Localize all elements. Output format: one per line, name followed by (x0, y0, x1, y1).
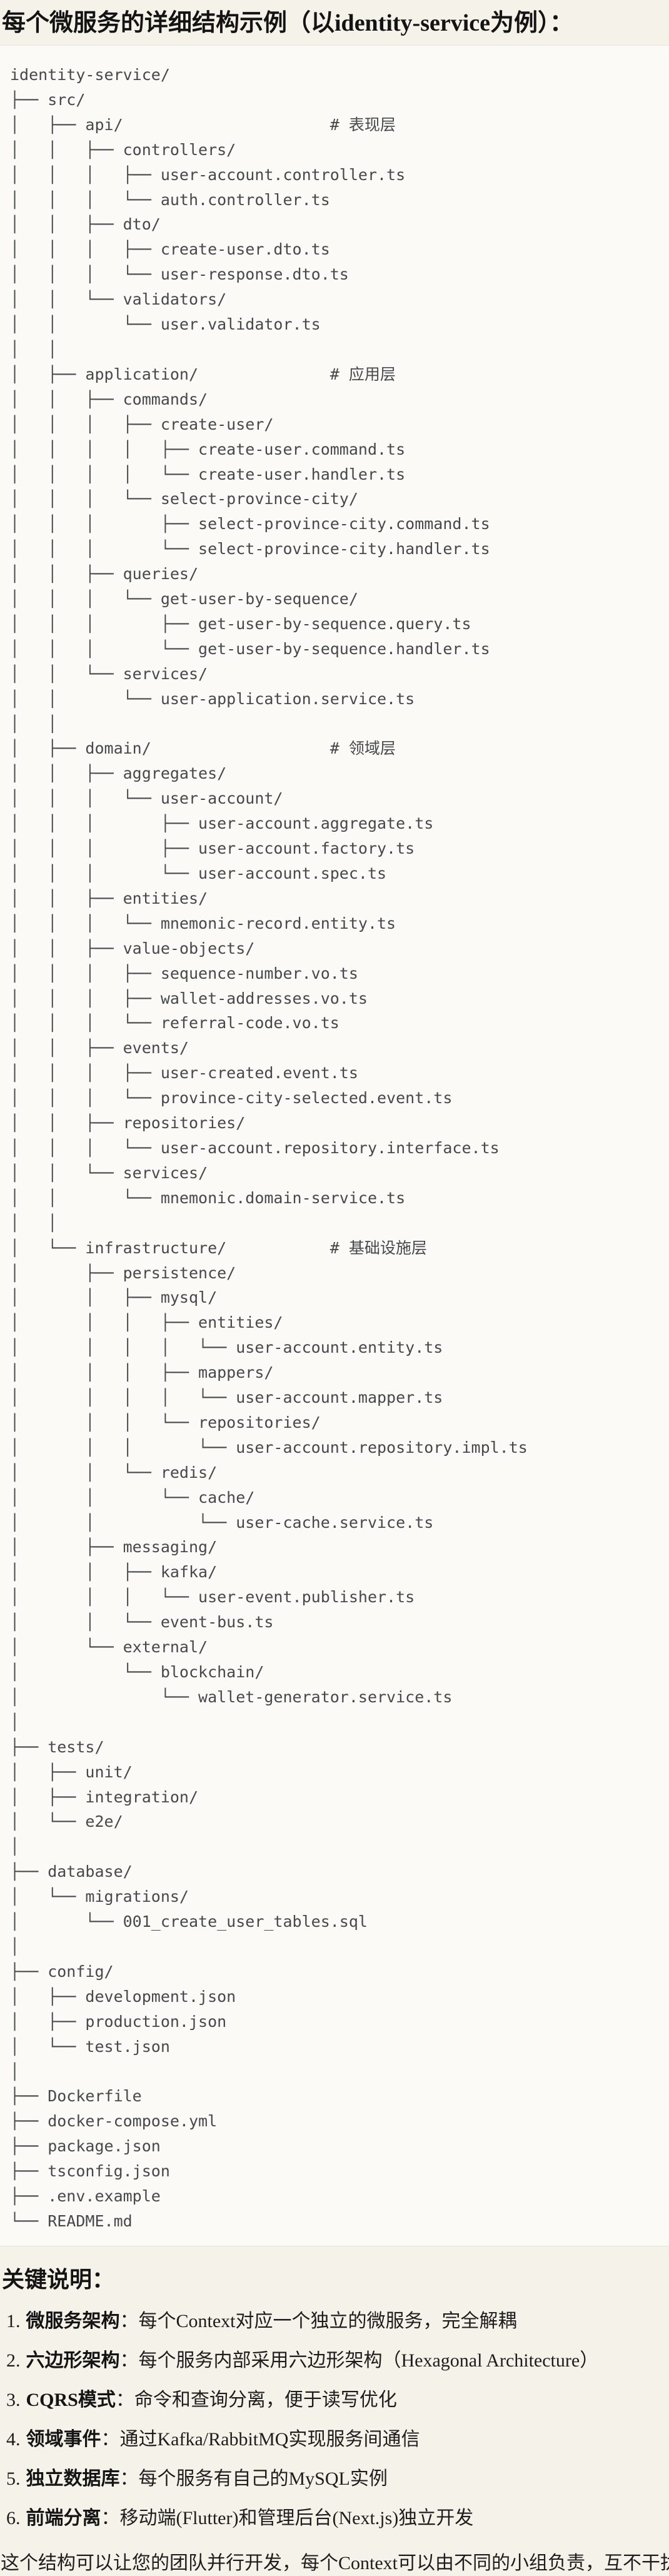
file-tree-text: identity-service/ ├── src/ │ ├── api/ # … (10, 66, 528, 2230)
note-label: 微服务架构 (26, 2310, 120, 2331)
note-item: 2.六边形架构：每个服务内部采用六边形架构（Hexagonal Architec… (6, 2348, 669, 2373)
note-label: 六边形架构 (26, 2350, 120, 2371)
note-item: 5.独立数据库：每个服务有自己的MySQL实例 (6, 2467, 669, 2492)
notes-list: 1.微服务架构：每个Context对应一个独立的微服务，完全解耦 2.六边形架构… (0, 2309, 669, 2531)
code-block: identity-service/ ├── src/ │ ├── api/ # … (0, 45, 669, 2246)
note-text: ：每个服务内部采用六边形架构（Hexagonal Architecture） (119, 2350, 599, 2371)
page-title: 每个微服务的详细结构示例（以identity-service为例）： (2, 10, 574, 36)
note-item: 3.CQRS模式：命令和查询分离，便于读写优化 (6, 2388, 669, 2413)
footer-paragraph: 这个结构可以让您的团队并行开发，每个Context可以由不同的小组负责，互不干扰… (1, 2552, 669, 2573)
note-text: ：通过Kafka/RabbitMQ实现服务间通信 (101, 2428, 420, 2450)
note-number: 4. (6, 2428, 21, 2450)
notes-heading: 关键说明： (2, 2266, 115, 2292)
note-text: ：每个Context对应一个独立的微服务，完全解耦 (119, 2310, 517, 2331)
note-item: 6.前端分离：移动端(Flutter)和管理后台(Next.js)独立开发 (6, 2506, 669, 2531)
notes-section: 关键说明： 1.微服务架构：每个Context对应一个独立的微服务，完全解耦 2… (0, 2246, 669, 2576)
note-label: 领域事件 (26, 2428, 101, 2450)
note-text: ：命令和查询分离，便于读写优化 (115, 2389, 397, 2410)
note-label: 前端分离 (26, 2507, 101, 2528)
note-item: 1.微服务架构：每个Context对应一个独立的微服务，完全解耦 (6, 2309, 669, 2334)
note-text: ：移动端(Flutter)和管理后台(Next.js)独立开发 (101, 2507, 474, 2528)
note-number: 5. (6, 2468, 21, 2489)
note-label: CQRS模式 (26, 2389, 116, 2410)
note-number: 1. (6, 2310, 21, 2331)
note-number: 3. (6, 2389, 21, 2410)
note-number: 6. (6, 2507, 21, 2528)
note-label: 独立数据库 (26, 2468, 120, 2489)
note-text: ：每个服务有自己的MySQL实例 (119, 2468, 388, 2489)
note-number: 2. (6, 2350, 21, 2371)
note-item: 4.领域事件：通过Kafka/RabbitMQ实现服务间通信 (6, 2427, 669, 2452)
